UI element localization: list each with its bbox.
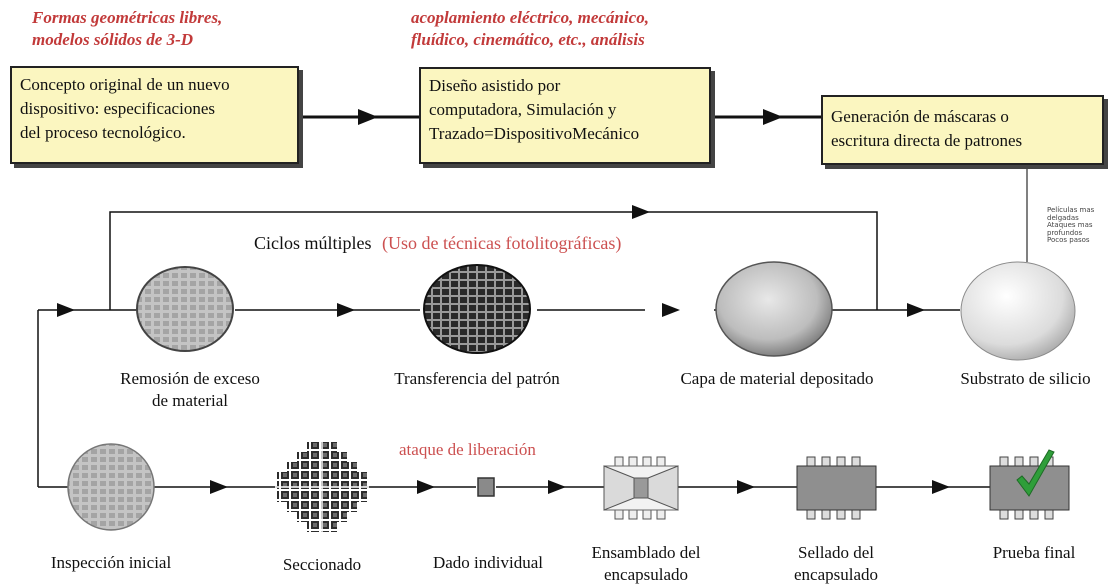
side-note-line-1: Películas mas <box>1047 206 1095 214</box>
left-heading-line-1: Formas geométricas libres, <box>32 8 223 27</box>
sealing-label-line-2: encapsulado <box>793 565 879 584</box>
assembly-label-line-2: encapsulado <box>603 565 689 584</box>
side-note-line-4: profundos <box>1047 228 1083 237</box>
design-line-1: Diseño asistido por <box>429 76 561 95</box>
assembly-label-line-1: Ensamblado del <box>591 543 701 562</box>
layer-label: Capa de material depositado <box>680 369 874 388</box>
cycles-title: Ciclos múltiples <box>254 233 372 253</box>
assembly-label: Ensamblado del encapsulado <box>576 542 716 586</box>
side-note-line-2: delgadas <box>1047 213 1079 222</box>
sealed-package-icon <box>796 456 877 520</box>
removal-label-line-2: de material <box>152 391 228 410</box>
side-note: Películas mas delgadas Ataques mas profu… <box>1047 206 1113 245</box>
transfer-label: Transferencia del patrón <box>394 369 560 388</box>
bottom-row-connectors <box>154 480 990 494</box>
individual-die-icon <box>477 477 495 497</box>
cycles-label: Ciclos múltiples (Uso de técnicas fotoli… <box>254 233 621 254</box>
sectioned-wafer-icon <box>275 440 369 534</box>
left-heading: Formas geométricas libres, modelos sólid… <box>32 7 222 51</box>
top-row-connectors <box>299 109 821 125</box>
right-heading: acoplamiento eléctrico, mecánico, fluídi… <box>411 7 649 51</box>
substrate-label: Substrato de silicio <box>960 369 1091 388</box>
left-heading-line-2: modelos sólidos de 3-D <box>32 30 194 49</box>
inspection-label: Inspección inicial <box>50 553 172 572</box>
sectioning-label: Seccionado <box>282 555 362 574</box>
material-removal-wafer-icon <box>136 266 234 352</box>
design-line-3: Trazado=DispositivoMecánico <box>429 124 640 143</box>
side-note-line-3: Ataques mas <box>1047 221 1093 229</box>
concept-line-3: del proceso tecnológico. <box>20 123 186 142</box>
removal-label: Remosión de exceso de material <box>95 368 285 412</box>
substrate-wafer-icon <box>960 261 1076 361</box>
package-assembly-icon <box>603 456 679 520</box>
sealing-label-line-1: Sellado del <box>797 543 874 562</box>
final-test-label: Prueba final <box>992 543 1076 562</box>
design-box: Diseño asistido por computadora, Simulac… <box>419 67 711 164</box>
mask-generation-box: Generación de máscaras o escritura direc… <box>821 95 1104 165</box>
design-line-2: computadora, Simulación y <box>429 100 617 119</box>
release-etch-label: ataque de liberación <box>399 440 536 459</box>
cycles-note: (Uso de técnicas fotolitográficas) <box>382 233 622 253</box>
cycle-loop-arrowhead <box>632 205 650 219</box>
checkmark-icon <box>1016 449 1055 497</box>
side-note-line-5: Pocos pasos <box>1047 236 1090 244</box>
concept-line-1: Concepto original de un nuevo <box>20 75 230 94</box>
right-heading-line-1: acoplamiento eléctrico, mecánico, <box>411 8 649 27</box>
concept-box: Concepto original de un nuevo dispositiv… <box>10 66 299 164</box>
right-heading-line-2: fluídico, cinemático, etc., análisis <box>411 30 645 49</box>
mask-line-1: Generación de máscaras o <box>831 107 1009 126</box>
initial-inspection-wafer-icon <box>67 443 155 531</box>
sealing-label: Sellado del encapsulado <box>776 542 896 586</box>
mask-line-2: escritura directa de patrones <box>831 131 1023 150</box>
deposited-layer-wafer-icon <box>715 261 833 357</box>
concept-line-2: dispositivo: especificaciones <box>20 99 215 118</box>
removal-label-line-1: Remosión de exceso <box>120 369 260 388</box>
pattern-transfer-wafer-icon <box>423 264 531 354</box>
die-label: Dado individual <box>432 553 543 572</box>
cycle-loop <box>109 211 878 310</box>
